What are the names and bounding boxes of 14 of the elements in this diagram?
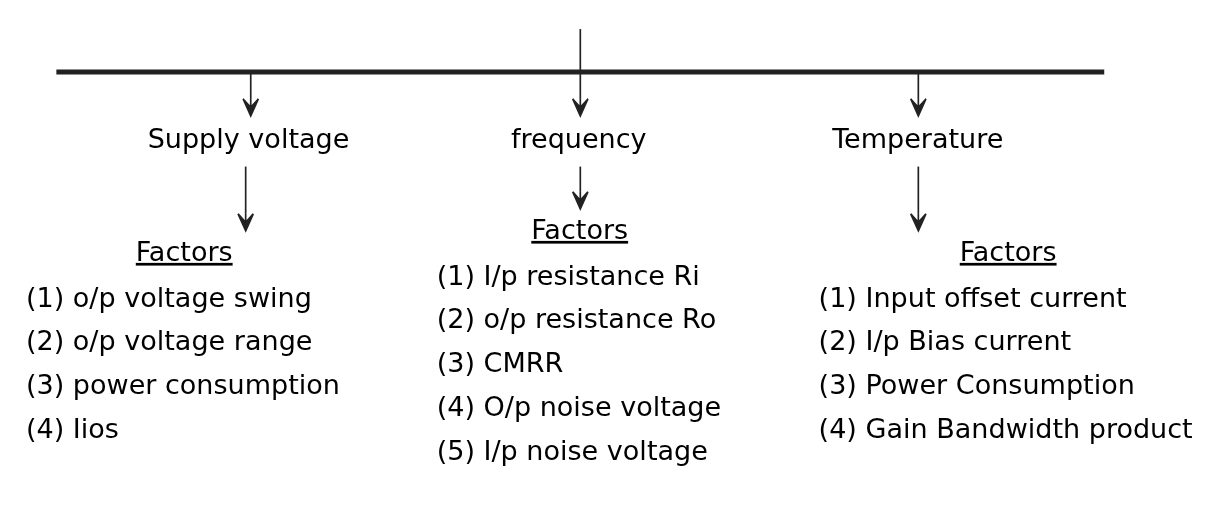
node-text: Factors (1) I/p resistance Ri (2) o/p resistance Ro (3) CMRR (4) O/p noise voltage (5) I/p noise voltage — [436, 213, 722, 467]
node-text: frequency — [511, 122, 647, 154]
node-bar — [56, 69, 1105, 75]
node-text: Temperature — [832, 122, 1004, 154]
arrow — [909, 72, 927, 117]
arrow — [242, 72, 260, 117]
node-text: Factors (1) o/p voltage swing (2) o/p voltage range (3) power consumption (4) Iios — [25, 235, 340, 445]
arrow — [237, 165, 255, 232]
node-text: Factors (1) Input offset current (2) I/p Bias current (3) Power Consumption (4) Gain Bandwidth product — [818, 235, 1193, 445]
connector — [579, 28, 582, 72]
arrow — [571, 165, 589, 210]
node-text: Supply voltage — [147, 122, 350, 154]
arrow — [909, 165, 927, 232]
arrow — [571, 72, 589, 117]
